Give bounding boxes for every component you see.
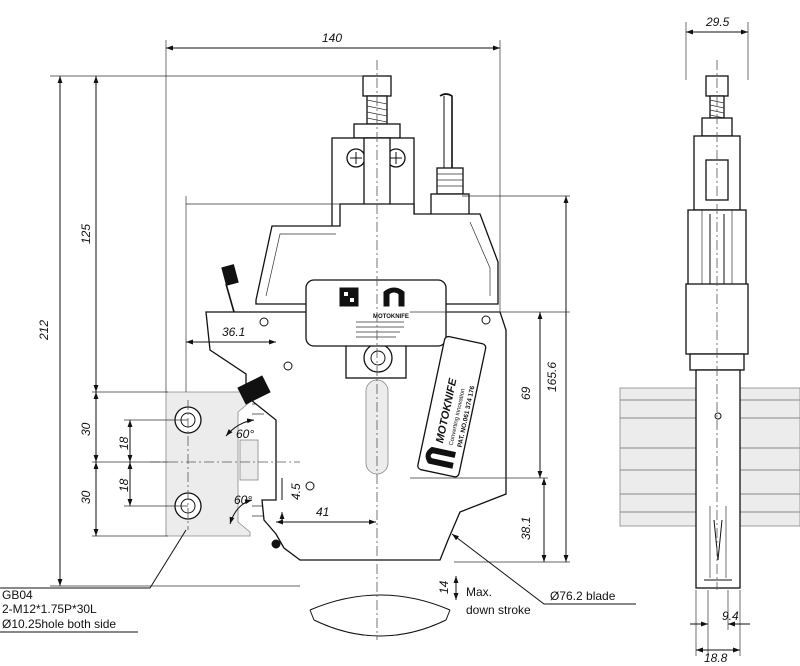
dimension-height-212: 212 bbox=[37, 320, 51, 341]
dimension-depth-38-1: 38.1 bbox=[519, 517, 533, 540]
dimension-height-69: 69 bbox=[519, 386, 533, 400]
dimension-offset-41: 41 bbox=[316, 505, 329, 519]
dimension-pitch-30-bottom: 30 bbox=[79, 490, 93, 504]
mounting-callout: GB04 2-M12*1.75P*30L Ø10.25hole both sid… bbox=[0, 529, 187, 633]
dimension-thickness-9-4: 9.4 bbox=[722, 609, 739, 623]
dimension-width-140: 140 bbox=[322, 31, 342, 45]
callout-blade: Ø76.2 blade bbox=[550, 589, 616, 603]
dimension-thickness-18-8: 18.8 bbox=[704, 651, 728, 665]
callout-down-stroke: down stroke bbox=[466, 603, 531, 617]
dimension-gap-4-5: 4.5 bbox=[289, 483, 303, 500]
callout-mount-model: GB04 bbox=[2, 588, 33, 602]
dimension-height-165-6: 165.6 bbox=[545, 362, 559, 392]
plate-brand-name: MOTOKNIFE bbox=[373, 314, 409, 320]
front-view-holder: MOTOKNIFE MOTOKNIFE Converting innovatio… bbox=[205, 75, 507, 637]
dimension-height-125: 125 bbox=[79, 224, 93, 244]
dimension-stroke-14: 14 bbox=[437, 580, 451, 594]
center-lines bbox=[150, 60, 718, 640]
mounting-plate bbox=[165, 391, 264, 537]
blade-callout: Ø76.2 blade bbox=[451, 533, 636, 605]
dimension-width-29-5: 29.5 bbox=[705, 15, 730, 29]
dimension-angle-60-top: 60° bbox=[236, 427, 254, 441]
dimension-angle-60-bottom: 60° bbox=[234, 493, 252, 507]
dimension-pitch-30-top: 30 bbox=[79, 422, 93, 436]
dimension-offset-36-1: 36.1 bbox=[222, 325, 245, 339]
dimension-half-18-top: 18 bbox=[117, 436, 131, 450]
callout-mount-screws: 2-M12*1.75P*30L bbox=[2, 602, 97, 616]
callout-mount-holes: Ø10.25hole both side bbox=[2, 617, 116, 631]
dimension-half-18-bottom: 18 bbox=[117, 478, 131, 492]
callout-max: Max. bbox=[466, 585, 492, 599]
stroke-callout: Max. down stroke bbox=[466, 585, 531, 617]
